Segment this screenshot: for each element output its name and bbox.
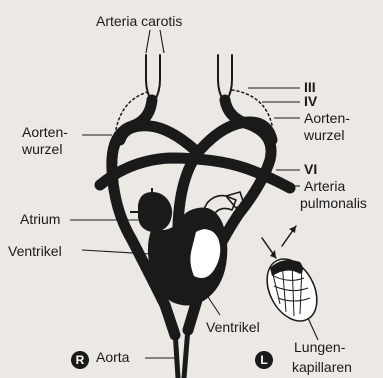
leader-lungenkapillaren	[308, 318, 318, 340]
label-atrium: Atrium	[20, 211, 60, 227]
label-aortenwurzel-right-1: Aorten-	[304, 110, 350, 126]
label-arteria-pulmonalis-1: Arteria	[304, 178, 345, 194]
leader-ventrikel-bottom	[206, 294, 220, 315]
descending-aorta	[175, 330, 178, 378]
label-ventrikel-bottom: Ventrikel	[206, 319, 260, 335]
lung-capillaries	[257, 226, 327, 329]
label-aorta: Aorta	[96, 349, 130, 365]
descending-aorta-right	[184, 328, 188, 378]
arch-iii	[120, 126, 195, 150]
leader-carotis-left	[146, 30, 150, 53]
label-aortenwurzel-left-2: wurzel	[21, 141, 62, 157]
label-ventrikel-left: Ventrikel	[8, 243, 62, 259]
label-arteria-carotis: Arteria carotis	[96, 13, 182, 29]
label-aortenwurzel-left-1: Aorten-	[22, 124, 68, 140]
label-arch-iv: IV	[304, 93, 318, 109]
label-arch-vi: VI	[304, 161, 317, 177]
label-arteria-pulmonalis-2: pulmonalis	[300, 195, 367, 211]
label-lungenkapillaren-1: Lungen-	[294, 339, 346, 355]
left-carotis-artery-inner	[154, 55, 160, 102]
leader-carotis-right	[160, 30, 164, 53]
label-lungenkapillaren-2: kapillaren	[292, 359, 352, 375]
heart	[130, 188, 244, 306]
label-aortenwurzel-right-2: wurzel	[303, 127, 344, 143]
badge-left-text: L	[260, 353, 267, 367]
atrium-shape	[138, 192, 172, 232]
badge-left: L	[255, 351, 273, 369]
badge-right-text: R	[76, 353, 85, 367]
badge-right: R	[71, 351, 89, 369]
